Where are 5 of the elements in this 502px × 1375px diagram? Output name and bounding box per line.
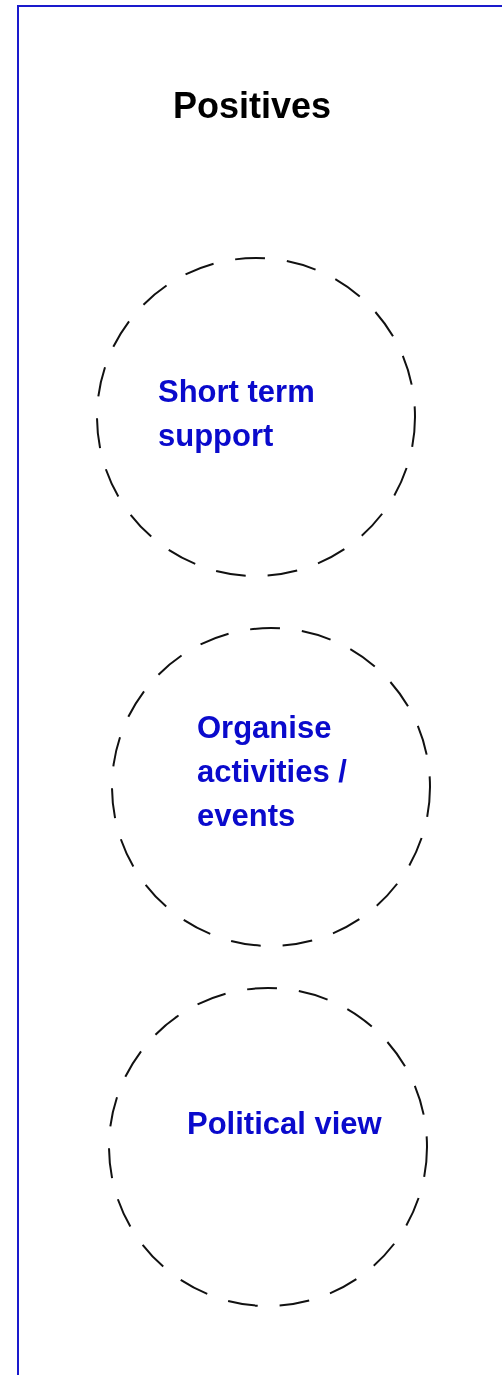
circle-label: Organise activities / events [197, 709, 348, 835]
heading: Positives [171, 85, 333, 127]
panel [17, 5, 502, 1375]
circle-label: Political view [187, 1105, 383, 1143]
circle-label: Short term support [158, 373, 316, 455]
